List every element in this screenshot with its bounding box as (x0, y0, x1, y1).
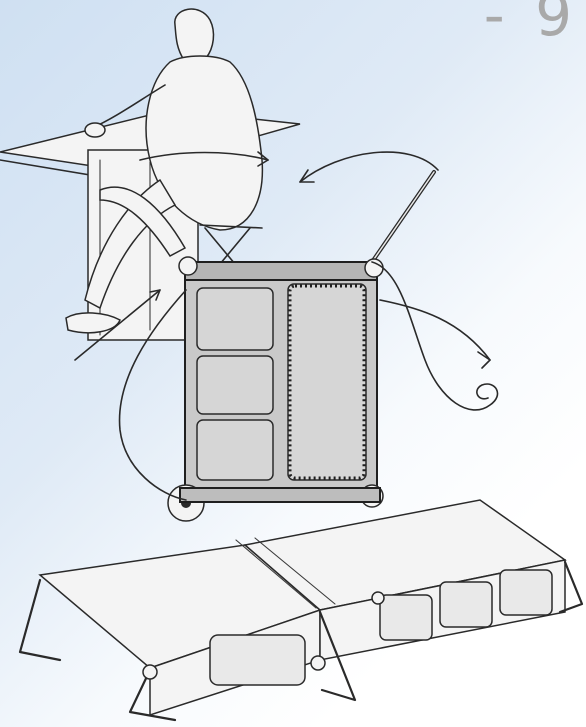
folding-bed (20, 500, 582, 720)
cabinet-pivot-left (179, 257, 197, 275)
cabinet-pivot-right (365, 259, 383, 277)
cabinet-door (288, 284, 366, 480)
transform-arrow (300, 152, 438, 182)
page-number-mark: - 9 (484, 0, 578, 44)
cabinet-drawer-middle (197, 356, 273, 414)
cabinet-drawer-top (197, 288, 273, 350)
man-head (175, 9, 214, 60)
cabinet-drawer-bottom (197, 420, 273, 480)
